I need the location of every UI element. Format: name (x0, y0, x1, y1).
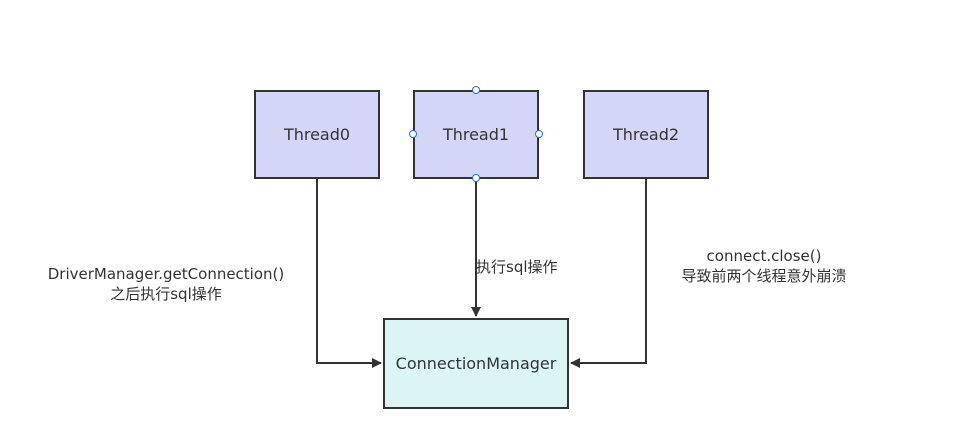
edge-label-thread0-line1: DriverManager.getConnection() (47, 265, 285, 283)
node-thread2-label: Thread2 (612, 125, 680, 144)
node-thread0-label: Thread0 (283, 125, 351, 144)
node-thread1[interactable]: Thread1 (413, 90, 539, 179)
node-thread1-label: Thread1 (442, 125, 510, 144)
edge-label-thread0-line2: 之后执行sql操作 (110, 285, 222, 303)
edge-label-thread2-line1: connect.close() (706, 247, 822, 265)
edge-label-thread2-line2: 导致前两个线程意外崩溃 (681, 267, 847, 285)
node-thread2[interactable]: Thread2 (583, 90, 709, 179)
edge-label-thread0: DriverManager.getConnection() 之后执行sql操作 (44, 264, 288, 304)
edge-label-thread1: 执行sql操作 (476, 257, 558, 277)
edge-label-thread1-line1: 执行sql操作 (476, 258, 558, 276)
selection-handle-top[interactable] (472, 86, 480, 94)
edge-label-thread2: connect.close() 导致前两个线程意外崩溃 (672, 246, 856, 286)
node-connection-manager[interactable]: ConnectionManager (383, 318, 569, 409)
node-connection-manager-label: ConnectionManager (395, 354, 557, 373)
selection-handle-left[interactable] (409, 130, 417, 138)
selection-handle-right[interactable] (535, 130, 543, 138)
connector-thread0-to-manager[interactable] (316, 179, 382, 368)
node-thread0[interactable]: Thread0 (254, 90, 380, 179)
selection-handle-bottom[interactable] (472, 174, 480, 182)
connector-thread2-to-manager[interactable] (570, 179, 647, 368)
